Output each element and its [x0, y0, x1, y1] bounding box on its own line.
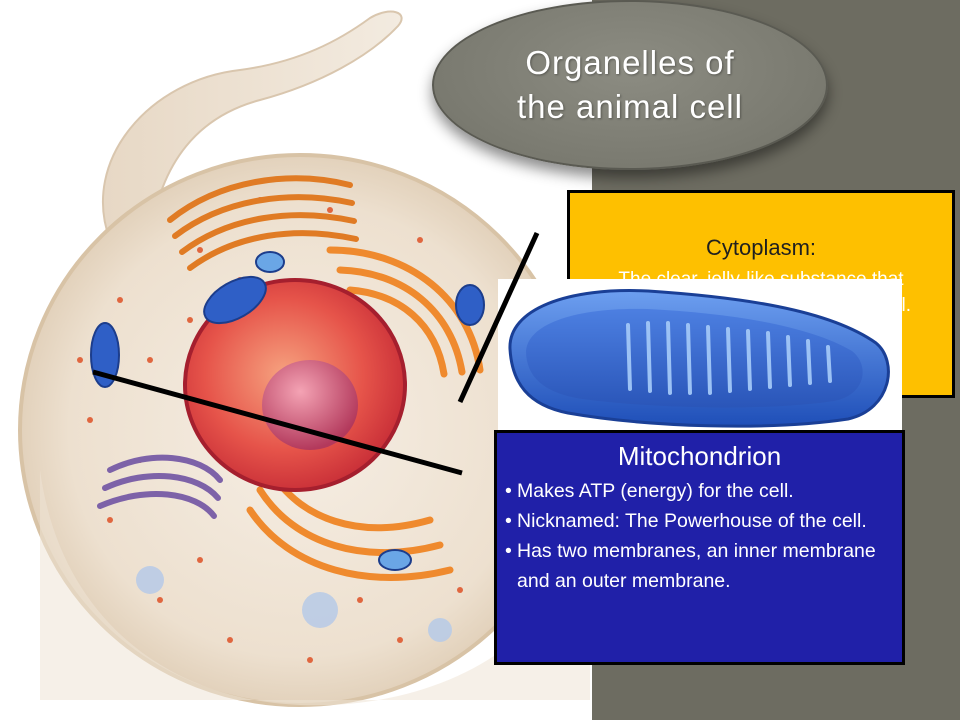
page-title: Organelles of the animal cell [480, 41, 780, 129]
vesicles [136, 566, 452, 642]
mitochondrion-bullet-list: Makes ATP (energy) for the cell. Nicknam… [497, 476, 902, 596]
cell-lower-lobe [40, 470, 590, 706]
title-line-1: Organelles of [525, 44, 735, 81]
mitochondrion-cristae [626, 321, 832, 395]
mitochondrion-bullet: Has two membranes, an inner membrane and… [505, 536, 896, 596]
flagellum [102, 10, 403, 241]
mitochondrion-label-box: Mitochondrion Makes ATP (energy) for the… [494, 430, 905, 665]
title-oval: Organelles of the animal cell [432, 0, 828, 170]
cytoplasm-heading: Cytoplasm: [705, 235, 817, 260]
mitochondrion-heading: Mitochondrion [617, 441, 782, 471]
mitochondrion-bullet: Nicknamed: The Powerhouse of the cell. [505, 506, 896, 536]
title-line-2: the animal cell [517, 88, 743, 125]
mitochondrion-bullet: Makes ATP (energy) for the cell. [505, 476, 896, 506]
rough-er [246, 246, 484, 581]
mitochondrion-inner-membrane [526, 308, 863, 408]
nucleolus [262, 360, 358, 450]
mitochondrion-image [498, 279, 902, 431]
golgi-apparatus [167, 175, 359, 271]
